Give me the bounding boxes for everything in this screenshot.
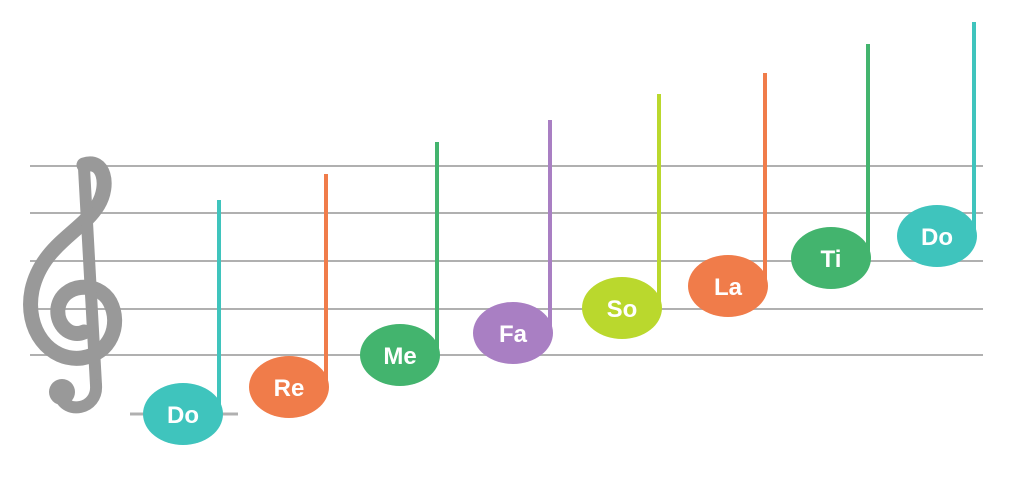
note-label: Fa bbox=[499, 321, 528, 348]
note-head bbox=[143, 383, 223, 445]
note-head bbox=[473, 302, 553, 364]
note-head bbox=[791, 227, 871, 289]
note-fa: Fa bbox=[473, 120, 553, 364]
note-me: Me bbox=[360, 142, 440, 386]
note-label: Re bbox=[274, 375, 305, 402]
note-ti: Ti bbox=[791, 44, 871, 289]
note-label: Do bbox=[921, 224, 953, 251]
note-label: La bbox=[714, 274, 743, 301]
note-head bbox=[582, 277, 662, 339]
note-label: Me bbox=[383, 343, 416, 370]
note-label: Ti bbox=[821, 246, 842, 273]
note-so: So bbox=[582, 94, 662, 339]
note-label: So bbox=[607, 296, 638, 323]
note-head bbox=[249, 356, 329, 418]
note-head bbox=[897, 205, 977, 267]
note-la: La bbox=[688, 73, 768, 317]
treble-clef-icon bbox=[23, 156, 123, 414]
note-head bbox=[688, 255, 768, 317]
note-do-high: Do bbox=[897, 22, 977, 267]
note-do-low: Do bbox=[143, 200, 223, 445]
note-re: Re bbox=[249, 174, 329, 418]
note-label: Do bbox=[167, 402, 199, 429]
note-head bbox=[360, 324, 440, 386]
